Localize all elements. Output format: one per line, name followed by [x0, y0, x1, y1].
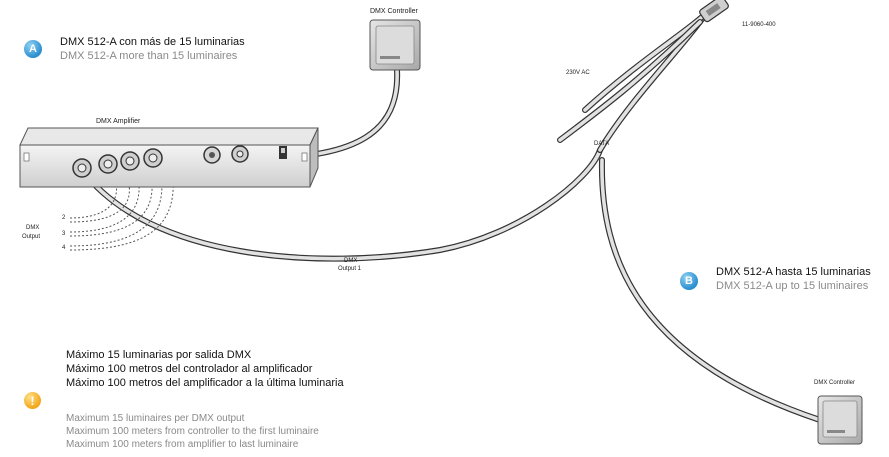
section-a-title-es: DMX 512-A con más de 15 luminarias [60, 36, 245, 48]
section-a-title-en: DMX 512-A more than 15 luminaires [60, 50, 238, 62]
part-number-label: 11-9060-400 [742, 22, 776, 28]
section-a-badge: A [24, 40, 42, 58]
output-port-2-label: 2 [62, 215, 66, 221]
note-en-1: Maximum 15 luminaires per DMX output [66, 413, 245, 424]
note-en-3: Maximum 100 meters from amplifier to las… [66, 439, 299, 450]
controller-top-label: DMX Controller [370, 8, 418, 15]
note-es-3: Máximo 100 metros del amplificador a la … [66, 377, 344, 389]
dmx-output-1-label-line2: Output 1 [338, 266, 362, 272]
dmx-amplifier [19, 127, 319, 188]
controller-bottom-label: DMX Controller [814, 380, 856, 386]
dmx-output-label-line2: Output [22, 234, 41, 240]
notes-en: Maximum 15 luminaires per DMX output Max… [66, 412, 319, 451]
section-b-title-en: DMX 512-A up to 15 luminaires [716, 280, 869, 292]
cables [79, 5, 823, 423]
section-b-title-es: DMX 512-A hasta 15 luminarias [716, 266, 871, 278]
note-es-2: Máximo 100 metros del controlador al amp… [66, 363, 313, 375]
connector-11-9060-400 [699, 0, 729, 23]
warning-icon: ! [24, 392, 41, 409]
note-es-1: Máximo 15 luminarias por salida DMX [66, 349, 252, 361]
section-b-badge: B [680, 272, 698, 290]
dmx-output-label-line1: DMX [26, 225, 40, 231]
output-port-4-label: 4 [62, 245, 66, 251]
dmx-controller-bottom [817, 395, 863, 445]
notes-es: Máximo 15 luminarias por salida DMX Máxi… [66, 348, 344, 390]
power-label: 230V AC [566, 70, 590, 76]
dmx-output-1-label-line1: DMX [344, 258, 358, 264]
data-label: DATA [594, 141, 610, 147]
dmx-controller-top [369, 19, 421, 71]
amplifier-label: DMX Amplifier [96, 118, 141, 125]
note-en-2: Maximum 100 meters from controller to th… [66, 426, 319, 437]
output-port-3-label: 3 [62, 231, 66, 237]
